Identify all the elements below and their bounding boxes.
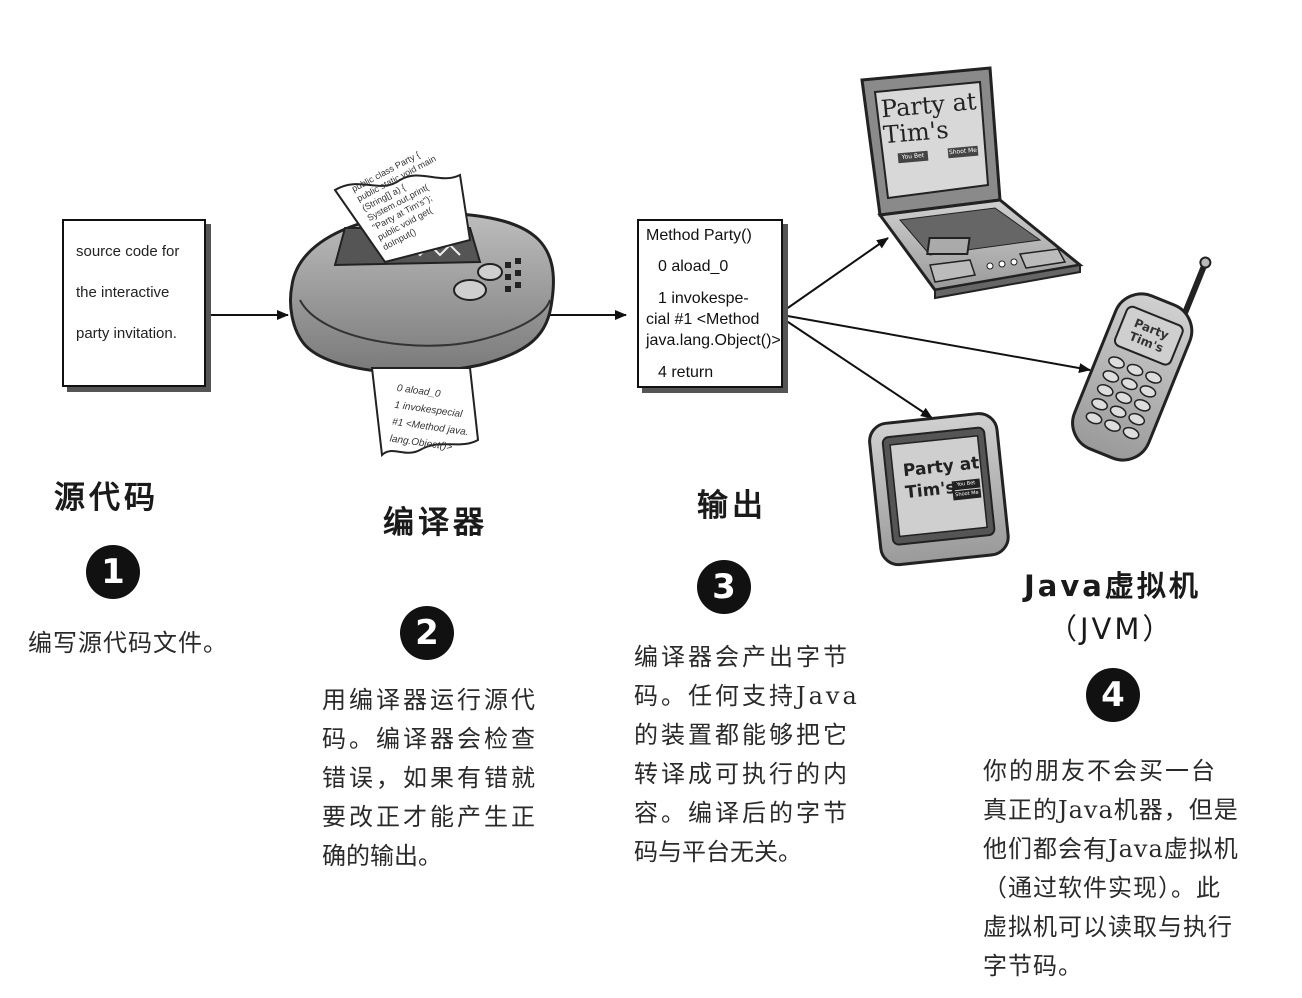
step1-label: 源代码: [54, 472, 159, 517]
desc-line: 用编译器运行源代: [322, 681, 572, 720]
output-line-6: 4 return: [658, 364, 713, 382]
arrow-output-to-handheld: [782, 318, 932, 418]
desc-line: 的装置都能够把它: [634, 716, 884, 755]
output-line-4: cial #1 <Method: [646, 311, 759, 329]
step1-description: 编写源代码文件。: [28, 624, 268, 663]
source-line-1: source code for: [76, 243, 179, 260]
desc-line: 码。编译器会检查: [322, 720, 572, 759]
desc-line: 真正的Java机器，但是: [983, 791, 1263, 830]
desc-line: 码与平台无关。: [634, 833, 884, 872]
step2-description: 用编译器运行源代 码。编译器会检查 错误，如果有错就 要改正才能产生正 确的输出…: [322, 681, 572, 876]
step2-label: 编译器: [383, 497, 488, 542]
mobile-phone: Party Tim's: [1064, 234, 1221, 469]
desc-line: 确的输出。: [322, 837, 572, 876]
step4-number: 4: [1086, 668, 1140, 722]
desc-line: 虚拟机可以读取与执行: [983, 908, 1263, 947]
desc-line: 错误，如果有错就: [322, 759, 572, 798]
desc-line: 编写源代码文件。: [28, 624, 268, 663]
step3-label: 输出: [697, 480, 767, 525]
step3-number: 3: [697, 560, 751, 614]
desc-line: 他们都会有Java虚拟机: [983, 830, 1263, 869]
bytecode-output-box: Method Party() 0 aload_0 1 invokespe- ci…: [637, 219, 783, 388]
output-line-2: 0 aload_0: [658, 258, 728, 276]
desc-line: 你的朋友不会买一台: [983, 752, 1263, 791]
desc-line: （通过软件实现）。此: [983, 869, 1263, 908]
arrow-output-to-phone: [782, 315, 1090, 370]
laptop-screen-title: Party at Tim's: [880, 88, 984, 149]
step1-number: 1: [86, 545, 140, 599]
step3-description: 编译器会产出字节 码。任何支持Java 的装置都能够把它 转译成可执行的内 容。…: [634, 638, 884, 872]
source-code-box: source code for the interactive party in…: [62, 219, 206, 387]
compiler-output-code: 0 aload_0 1 invokespecial #1 <Method jav…: [389, 380, 478, 458]
step4-description: 你的朋友不会买一台 真正的Java机器，但是 他们都会有Java虚拟机 （通过软…: [983, 752, 1263, 986]
output-line-5: java.lang.Object()>: [646, 332, 781, 350]
desc-line: 编译器会产出字节: [634, 638, 884, 677]
output-line-1: Method Party(): [646, 227, 752, 245]
output-line-3: 1 invokespe-: [658, 290, 749, 308]
step2-number: 2: [400, 606, 454, 660]
source-line-3: party invitation.: [76, 325, 177, 342]
step4-label-jvm: （JVM）: [1048, 606, 1174, 648]
desc-line: 码。任何支持Java: [634, 677, 884, 716]
desc-line: 容。编译后的字节: [634, 794, 884, 833]
arrow-output-to-laptop: [782, 238, 888, 312]
desc-line: 要改正才能产生正: [322, 798, 572, 837]
desc-line: 转译成可执行的内: [634, 755, 884, 794]
step4-label: Java虚拟机: [1024, 563, 1201, 605]
desc-line: 字节码。: [983, 947, 1263, 986]
source-line-2: the interactive: [76, 284, 169, 301]
